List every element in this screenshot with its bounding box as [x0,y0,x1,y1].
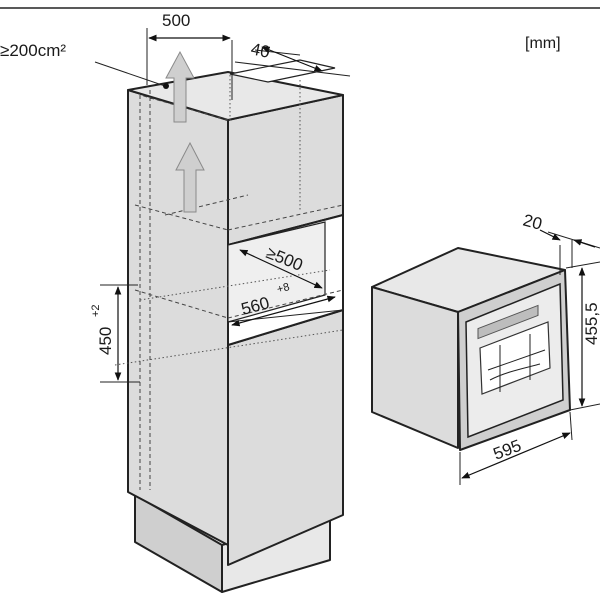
vent-arrow-lower-icon [175,141,205,213]
appliance-dispenser-opening [479,321,551,395]
dimension-niche-height: 450 +2 [90,284,140,383]
vent-area-callout: ≥200cm² [0,41,169,89]
tall-cabinet [114,50,344,593]
appliance [371,247,571,451]
niche-height-tolerance: +2 [90,304,102,317]
dimension-20: 20 [521,211,600,275]
vent-area-label: ≥200cm² [0,41,66,60]
dimension-500-label: 500 [162,11,190,30]
appliance-dispenser-details [487,334,546,392]
dimension-40-label: 40 [249,39,271,62]
appliance-side [371,286,459,449]
niche-width-tolerance: +8 [276,281,291,296]
dimension-455-5: 455,5 [565,261,600,411]
dimension-595-label: 595 [491,436,524,464]
dimension-40: 40 [234,39,351,77]
appliance-display [477,304,539,340]
vent-arrows [165,50,205,213]
niche-height-label: 450 [96,327,115,355]
dimension-20-label: 20 [521,211,544,234]
unit-label: [mm] [525,35,561,52]
dotted-lines [114,75,344,366]
dimension-500: 500 [146,11,233,100]
dimension-455-5-label: 455,5 [582,302,600,345]
cabinet-side-panel [127,89,229,546]
vent-arrow-upper-icon [165,50,195,123]
